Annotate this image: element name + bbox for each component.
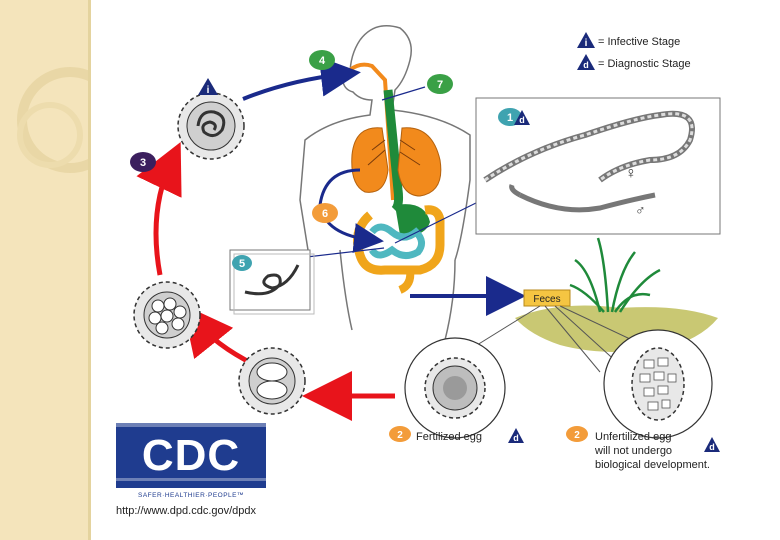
- svg-text:i: i: [585, 38, 588, 49]
- unfertilized-egg-label-line1: Unfertilized egg: [595, 431, 671, 443]
- larva-panel: 5: [229, 249, 315, 315]
- legend-diagnostic-label: = Diagnostic Stage: [598, 58, 691, 70]
- unfertilized-egg-label-line2: will not undergo: [594, 445, 672, 457]
- fertilized-egg-caption: 2 Fertilized egg d: [389, 426, 524, 443]
- svg-text:d: d: [709, 442, 715, 452]
- svg-text:♂: ♂: [635, 202, 646, 218]
- svg-text:d: d: [583, 60, 589, 70]
- cdc-tagline: SAFER·HEALTHIER·PEOPLE™: [138, 492, 244, 499]
- svg-text:i: i: [207, 85, 210, 96]
- unfertilized-egg-caption: 2 Unfertilized egg will not undergo biol…: [566, 426, 720, 471]
- unfertilized-egg-label-line3: biological development.: [595, 459, 710, 471]
- infective-stage-marker: i: [198, 78, 218, 96]
- svg-text:d: d: [519, 115, 525, 125]
- fertilized-egg-label: Fertilized egg: [416, 431, 482, 443]
- fertilized-egg: [404, 337, 506, 439]
- legend: i = Infective Stage d = Diagnostic Stage: [577, 32, 691, 70]
- svg-text:d: d: [513, 433, 519, 443]
- unfertilized-egg: [603, 329, 713, 439]
- svg-text:3: 3: [140, 157, 146, 169]
- svg-text:2: 2: [397, 430, 403, 441]
- cdc-logo-text: CDC: [142, 431, 240, 480]
- step-4-badge: 4: [309, 50, 335, 70]
- embryonated-egg-larva: [177, 92, 245, 160]
- step-7-badge: 7: [427, 74, 453, 94]
- egg-two-cell-stage: [238, 347, 306, 415]
- svg-text:6: 6: [322, 208, 328, 220]
- cdc-logo: CDC SAFER·HEALTHIER·PEOPLE™: [116, 423, 266, 499]
- svg-text:1: 1: [507, 112, 513, 124]
- lungs: [351, 127, 442, 197]
- svg-text:♀: ♀: [625, 165, 637, 182]
- legend-infective-label: = Infective Stage: [598, 36, 680, 48]
- decorative-sidebar: [0, 0, 91, 540]
- feces-label: Feces: [533, 294, 560, 305]
- adult-worms-panel: 1 d ♀ ♂: [475, 97, 721, 235]
- step-6-badge: 6: [312, 203, 338, 223]
- step-3-badge: 3: [130, 152, 156, 172]
- svg-text:7: 7: [437, 79, 443, 91]
- source-url: http://www.dpd.cdc.gov/dpdx: [116, 505, 257, 517]
- svg-text:4: 4: [319, 55, 326, 67]
- svg-text:5: 5: [239, 258, 245, 270]
- stomach-and-intestines: [353, 204, 445, 294]
- flow-arrows: [242, 56, 526, 316]
- egg-morula-stage: [133, 281, 201, 349]
- svg-text:2: 2: [574, 430, 580, 441]
